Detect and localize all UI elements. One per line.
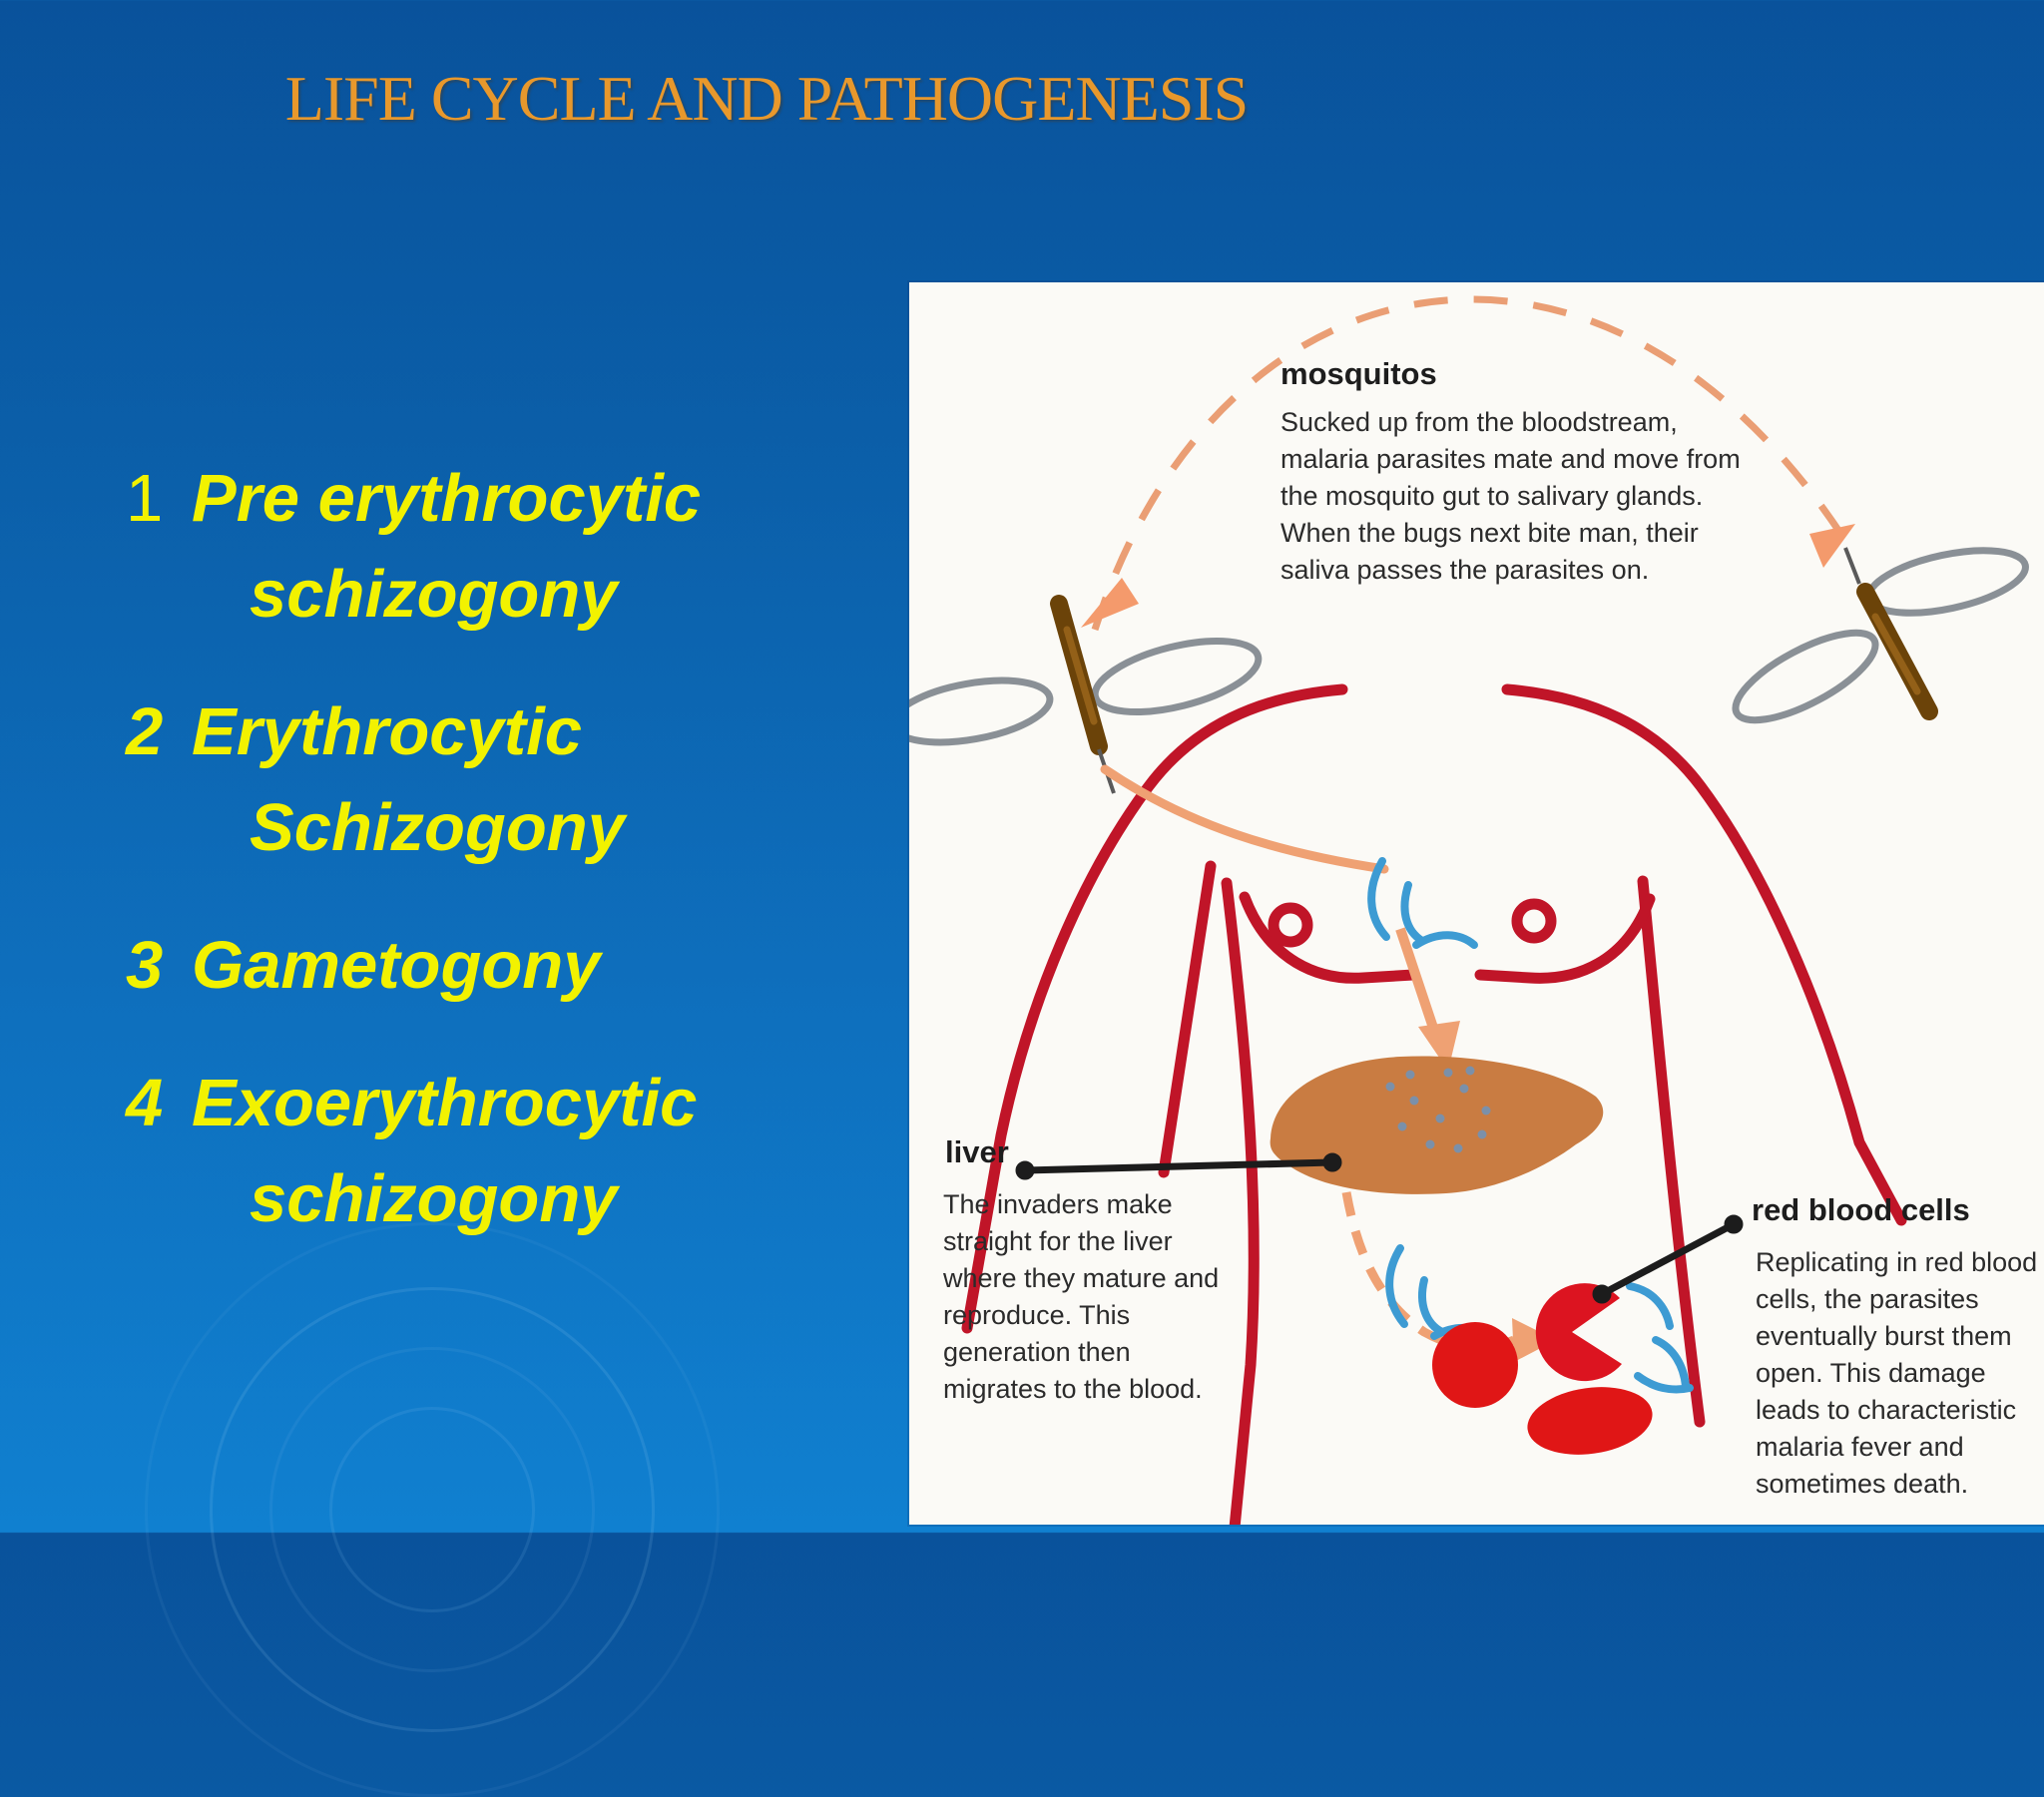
liver-parasite-dots: [1385, 1066, 1491, 1153]
list-item-text-wrap: schizogony: [250, 1161, 618, 1236]
liver-description: The invaders make straight for the liver…: [943, 1189, 1220, 1404]
human-torso-outline: [961, 683, 1907, 1525]
malaria-diagram-panel: mosquitos Sucked up from the bloodstream…: [909, 282, 2044, 1525]
arrowhead-right-icon: [1512, 1318, 1556, 1362]
list-item-number: 1: [126, 461, 164, 536]
page-title: LIFE CYCLE AND PATHOGENESIS: [284, 63, 1250, 134]
stage-list: 1 Pre erythrocytic schizogony 2 Erythroc…: [126, 451, 884, 1289]
list-item-text-wrap: schizogony: [250, 557, 618, 632]
malaria-cycle-illustration: [909, 295, 2029, 1525]
list-item-4: 4 Exoerythrocytic schizogony: [126, 1056, 884, 1247]
list-item-3: 3 Gametogony: [126, 918, 884, 1014]
mosquito-icon-right: [1732, 547, 2029, 724]
list-item-text: Pre erythrocytic: [192, 461, 702, 536]
mosquitos-label: mosquitos: [1280, 356, 1437, 391]
red-blood-cells-shapes: [1432, 1283, 1653, 1455]
parasite-path-to-blood: [1341, 1191, 1556, 1362]
list-item-number: 3: [126, 928, 164, 1003]
list-item-text: Erythrocytic: [192, 694, 582, 769]
burst-cell: [1535, 1283, 1622, 1382]
rbc-pointer-line: [1592, 1214, 1744, 1304]
arc-arrowhead-left-icon: [1081, 578, 1139, 628]
list-item-2: 2 Erythrocytic Schizogony: [126, 684, 884, 876]
parasite-glyphs-burst: [1626, 1282, 1694, 1394]
liver-label: liver: [945, 1134, 1009, 1169]
list-item-text: Gametogony: [192, 928, 601, 1003]
red-blood-cells-description: Replicating in red blood cells, the para…: [1756, 1247, 2038, 1499]
list-item-number: 4: [126, 1066, 164, 1140]
liver-pointer-line: [1015, 1152, 1342, 1180]
list-item-1: 1 Pre erythrocytic schizogony: [126, 451, 884, 643]
mosquito-icon-left: [909, 595, 1263, 794]
list-item-number: 2: [126, 694, 164, 769]
liver-shape: [1270, 1056, 1604, 1194]
red-blood-cells-label: red blood cells: [1752, 1192, 1970, 1227]
mosquitos-description: Sucked up from the bloodstream, malaria …: [1280, 407, 1741, 585]
list-item-text-wrap: Schizogony: [250, 790, 625, 865]
transmission-arc: [1081, 295, 1855, 632]
arc-arrowhead-right-icon: [1809, 524, 1855, 568]
ripple-decoration: [145, 1222, 720, 1797]
list-item-text: Exoerythrocytic: [192, 1066, 698, 1140]
parasite-glyphs-top: [1367, 857, 1478, 949]
